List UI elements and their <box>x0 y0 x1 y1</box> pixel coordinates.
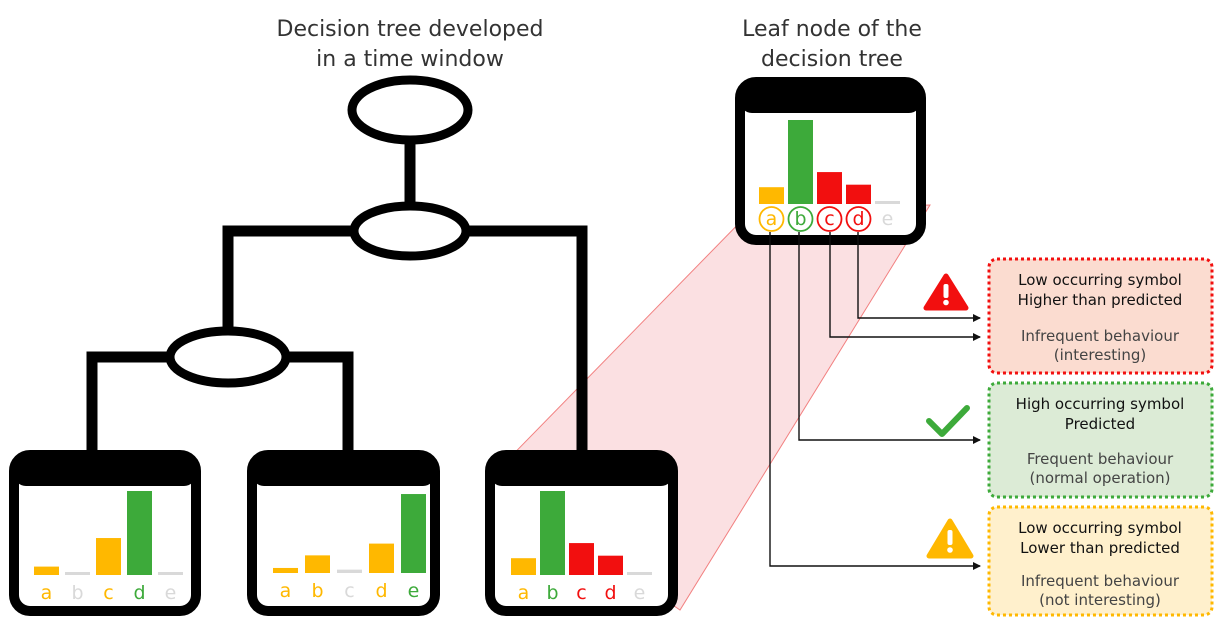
connector-c <box>829 232 981 341</box>
bar-label-d: d <box>852 208 864 230</box>
bar-c <box>817 172 842 204</box>
yellow-box-heading2: Lower than predicted <box>1020 539 1180 557</box>
bar-e <box>401 494 426 573</box>
bar-c <box>337 569 362 573</box>
label-circle-b <box>787 206 814 232</box>
green-box-heading2: Predicted <box>1065 415 1135 433</box>
bar-label-c: c <box>576 582 586 604</box>
bar-a <box>273 567 298 573</box>
bar-label-e: e <box>165 582 177 604</box>
bar-label-c: c <box>103 582 113 604</box>
green-box: High occurring symbol Predicted Frequent… <box>987 381 1214 499</box>
green-box-desc2: (normal operation) <box>1029 469 1170 487</box>
bar-label-d: d <box>375 580 387 602</box>
red-box-heading1: Low occurring symbol <box>1018 271 1182 289</box>
bar-label-c: c <box>824 208 834 230</box>
internal-node-2 <box>165 326 291 388</box>
bar-d <box>846 184 871 204</box>
red-box-heading2: Higher than predicted <box>1018 291 1183 309</box>
bar-b <box>788 120 813 204</box>
warning-red-icon <box>923 273 969 311</box>
connector-d <box>857 232 981 322</box>
bar-label-e: e <box>882 208 894 230</box>
bar-a <box>34 566 59 575</box>
bar-a <box>759 187 784 204</box>
yellow-box: Low occurring symbol Lower than predicte… <box>987 505 1214 617</box>
bar-label-a: a <box>280 580 292 602</box>
yellow-box-heading1: Low occurring symbol <box>1018 519 1182 537</box>
red-box-desc2: (interesting) <box>1054 346 1146 364</box>
label-circle-d <box>845 206 872 232</box>
bar-label-e: e <box>634 582 646 604</box>
label-circle-c <box>816 206 843 232</box>
bar-label-d: d <box>604 582 616 604</box>
tree-title-line2: in a time window <box>316 47 504 72</box>
checkmark-icon <box>926 405 970 437</box>
bar-d <box>598 555 623 575</box>
tree-edges <box>86 140 588 460</box>
green-box-heading1: High occurring symbol <box>1016 395 1185 413</box>
red-box-desc1: Infrequent behaviour <box>1021 327 1180 345</box>
green-box-desc1: Frequent behaviour <box>1027 450 1174 468</box>
bar-c <box>96 538 121 575</box>
bar-label-b: b <box>546 582 558 604</box>
bar-label-b: b <box>794 208 806 230</box>
bar-label-a: a <box>766 208 778 230</box>
bar-b <box>65 572 90 575</box>
root-node <box>347 75 473 145</box>
bar-d <box>127 491 152 575</box>
label-circle-a <box>758 206 785 232</box>
tree-title-line1: Decision tree developed <box>277 17 544 42</box>
bar-c <box>569 543 594 575</box>
leaf-title-line1: Leaf node of the <box>742 17 922 42</box>
red-box: Low occurring symbol Higher than predict… <box>987 257 1214 375</box>
bar-e <box>158 572 183 575</box>
bar-label-b: b <box>311 580 323 602</box>
yellow-box-desc1: Infrequent behaviour <box>1021 572 1180 590</box>
bar-b <box>540 491 565 575</box>
internal-node-1 <box>349 201 471 261</box>
bar-b <box>305 555 330 573</box>
bar-label-b: b <box>71 582 83 604</box>
leaf-title-line2: decision tree <box>761 47 903 72</box>
bar-e <box>627 572 652 575</box>
bar-label-e: e <box>408 580 420 602</box>
connectors <box>769 232 981 570</box>
bar-label-a: a <box>518 582 530 604</box>
bar-label-c: c <box>344 580 354 602</box>
bar-d <box>369 543 394 573</box>
bar-label-d: d <box>133 582 145 604</box>
bar-a <box>511 558 536 575</box>
bar-e <box>875 201 900 204</box>
connector-a <box>769 232 981 570</box>
connector-b <box>798 232 981 444</box>
warning-yellow-icon <box>926 518 974 559</box>
yellow-box-desc2: (not interesting) <box>1039 591 1161 609</box>
bar-label-a: a <box>41 582 53 604</box>
